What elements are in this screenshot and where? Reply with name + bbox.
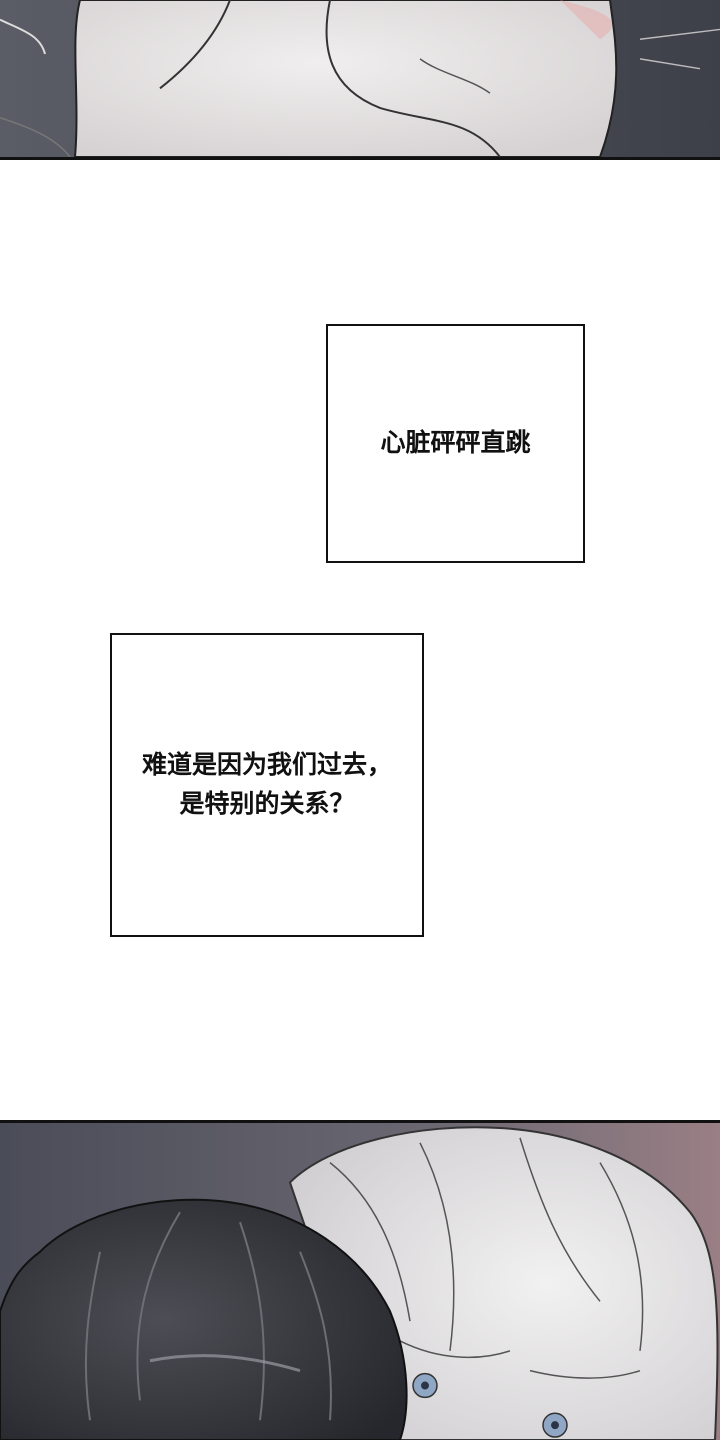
caption-text-line-1: 难道是因为我们过去， (141, 750, 392, 780)
bottom-illustration-panel (0, 1120, 720, 1440)
shoulder-illustration (0, 0, 720, 157)
characters-illustration (0, 1123, 720, 1440)
caption-text-line-2: 是特别的关系？ (179, 789, 355, 818)
caption-box-heartbeat: 心脏砰砰直跳 (326, 324, 585, 563)
caption-text: 心脏砰砰直跳 (380, 428, 531, 458)
caption-box-question: 难道是因为我们过去， 是特别的关系？ (110, 633, 424, 937)
top-illustration-panel (0, 0, 720, 160)
